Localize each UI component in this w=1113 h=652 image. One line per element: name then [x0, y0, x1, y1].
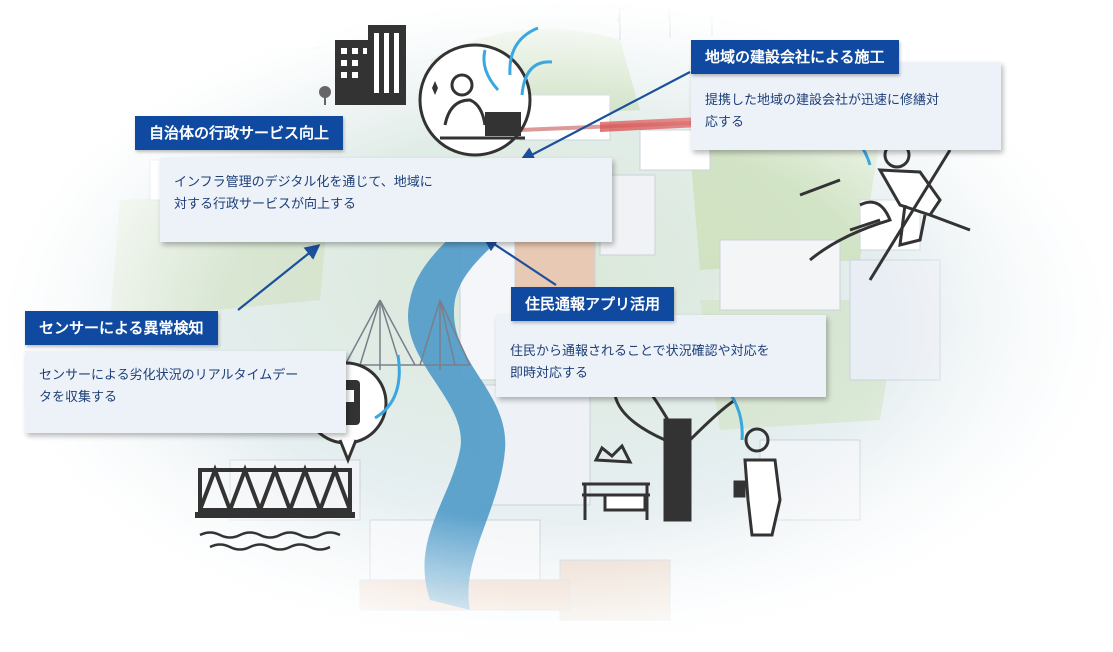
office-worker-icon [418, 43, 532, 157]
callout-construction-description: 提携した地域の建設会社が迅速に修繕対 応する [691, 62, 1001, 150]
data-flow-arrows [482, 26, 553, 96]
bench-icon [582, 482, 650, 520]
railway-bridge-icon [195, 464, 355, 551]
callout-sensor-title: センサーによる異常検知 [25, 311, 218, 345]
resident-smartphone-icon [733, 427, 782, 537]
callout-sensor-line1: センサーによる劣化状況のリアルタイムデー [39, 368, 299, 383]
callout-admin-line1: インフラ管理のデジタル化を通じて、地域に [174, 175, 433, 190]
building-icon [319, 25, 406, 105]
callout-sensor-description: センサーによる劣化状況のリアルタイムデー タを収集する [25, 351, 346, 433]
callout-construction-line2: 応する [705, 115, 745, 130]
callout-sensor-line2: タを収集する [39, 390, 118, 405]
callout-report-line2: 即時対応する [510, 366, 589, 381]
callout-report-description: 住民から通報されることで状況確認や対応を 即時対応する [496, 315, 826, 397]
construction-worker-icon [799, 141, 971, 281]
fallen-tree-icon [593, 378, 736, 522]
callout-construction-line1: 提携した地域の建設会社が迅速に修繕対 [705, 93, 940, 108]
sensor-arrow [374, 354, 401, 420]
callout-report-title: 住民通報アプリ活用 [511, 287, 675, 321]
callout-admin-title: 自治体の行政サービス向上 [135, 116, 344, 150]
callout-admin-line2: 対する行政サービスが向上する [174, 197, 357, 212]
callout-admin-description: インフラ管理のデジタル化を通じて、地域に 対する行政サービスが向上する [160, 158, 612, 242]
connector-arrows [237, 71, 691, 311]
callout-report-line1: 住民から通報されることで状況確認や対応を [510, 344, 770, 359]
callout-construction-title: 地域の建設会社による施工 [691, 40, 899, 74]
